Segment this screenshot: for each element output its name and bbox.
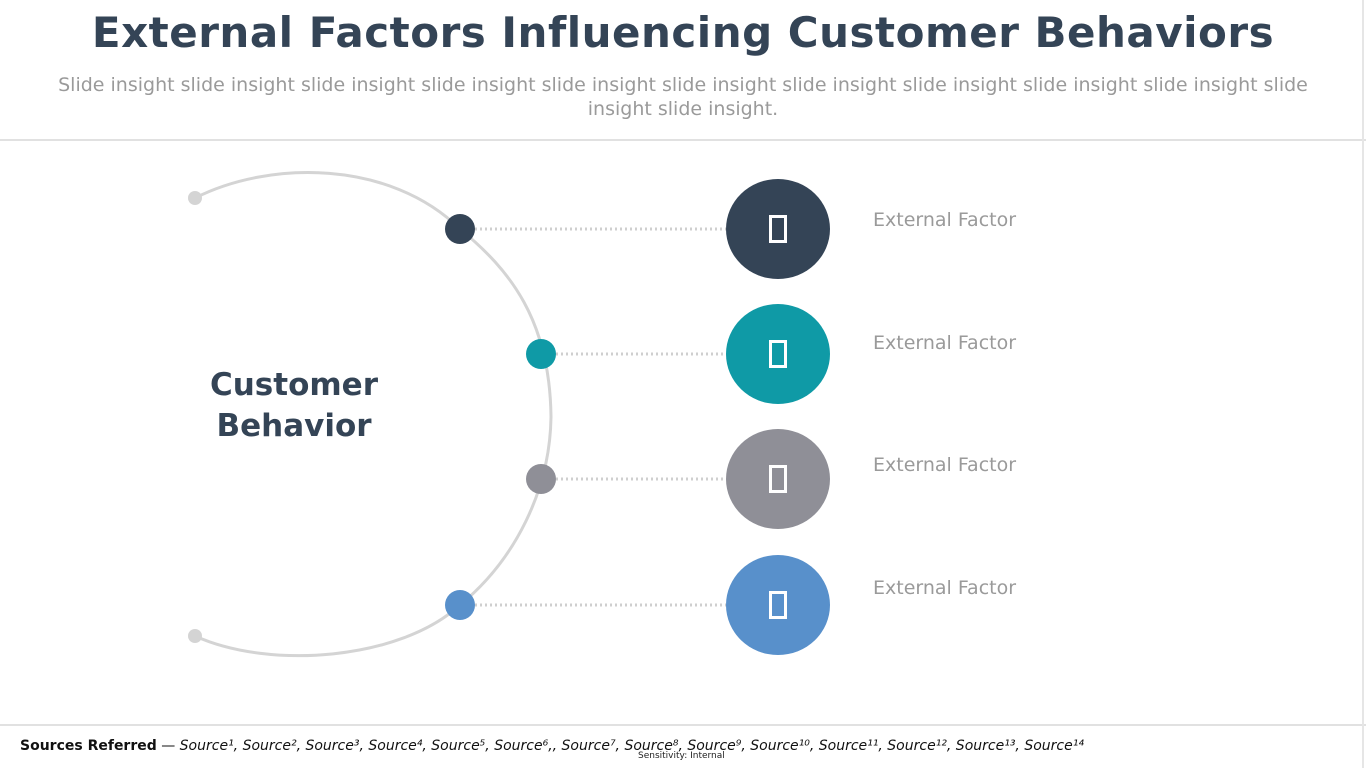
- placeholder-glyph-icon: [769, 591, 787, 619]
- sources-heading: Sources Referred: [20, 738, 157, 754]
- center-label-line: Behavior: [216, 408, 372, 444]
- arc-node: [445, 590, 475, 620]
- center-label: Customer Behavior: [174, 365, 414, 447]
- arc-node: [445, 214, 475, 244]
- placeholder-glyph-icon: [769, 215, 787, 243]
- sources-separator: —: [156, 738, 180, 754]
- slide-subtitle: Slide insight slide insight slide insigh…: [58, 74, 1308, 120]
- factor-label-1: External Factor: [873, 209, 1017, 231]
- header-divider: [0, 139, 1366, 141]
- factor-circle-4: [726, 555, 830, 655]
- center-label-line: Customer: [209, 367, 378, 403]
- arc-node: [526, 339, 556, 369]
- placeholder-glyph-icon: [769, 465, 787, 493]
- factor-label-3: External Factor: [873, 454, 1017, 476]
- factor-label-2: External Factor: [873, 332, 1017, 354]
- arc-endpoint-bottom: [188, 629, 202, 643]
- slide-right-edge: [1362, 0, 1364, 768]
- sources-footer: Sources Referred — Source¹, Source², Sou…: [20, 738, 1084, 754]
- factor-circle-1: [726, 179, 830, 279]
- placeholder-glyph-icon: [769, 340, 787, 368]
- sensitivity-label: Sensitivity: Internal: [638, 751, 725, 761]
- factor-label-4: External Factor: [873, 577, 1017, 599]
- sources-list: Source¹, Source², Source³, Source⁴, Sour…: [179, 738, 1084, 754]
- factor-circle-2: [726, 304, 830, 404]
- arc-node: [526, 464, 556, 494]
- arc-endpoint-top: [188, 191, 202, 205]
- factor-circle-3: [726, 429, 830, 529]
- behavior-arc: [194, 171, 553, 658]
- footer-divider: [0, 724, 1366, 726]
- slide-title: External Factors Influencing Customer Be…: [91, 8, 1275, 57]
